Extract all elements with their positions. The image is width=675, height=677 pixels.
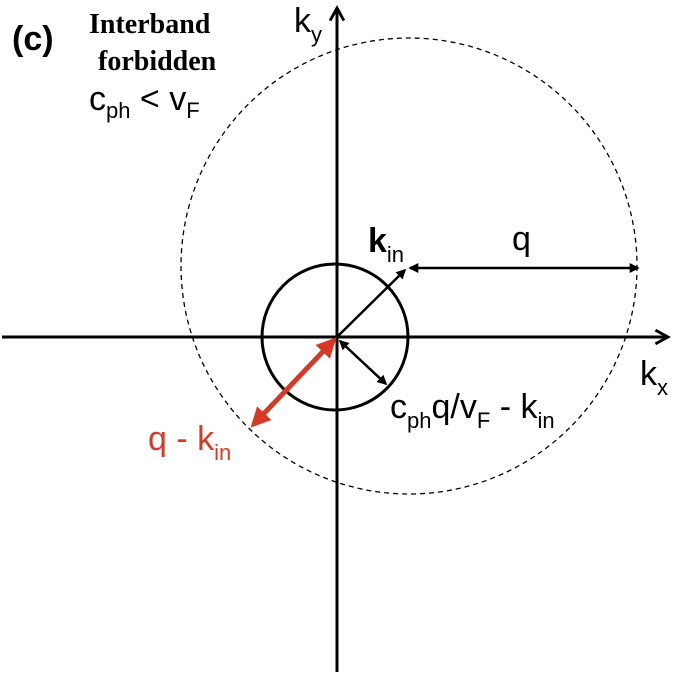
kx-label: kx [640, 355, 668, 400]
cphq-label: cphq/vF - kin [390, 388, 555, 433]
kin-arrow [336, 268, 407, 338]
cphq-arrow [338, 339, 388, 386]
title-forbidden: forbidden [98, 46, 217, 77]
condition-label: cph < vF [89, 80, 200, 123]
title-interband: Interband [89, 9, 211, 40]
red-diff-label: q - kin [148, 420, 231, 465]
ky-label: ky [294, 2, 322, 47]
q-label: q [512, 220, 531, 258]
kin-label: kin [368, 222, 404, 267]
red-diff-arrow [250, 337, 337, 428]
panel-label: (c) [12, 20, 54, 58]
